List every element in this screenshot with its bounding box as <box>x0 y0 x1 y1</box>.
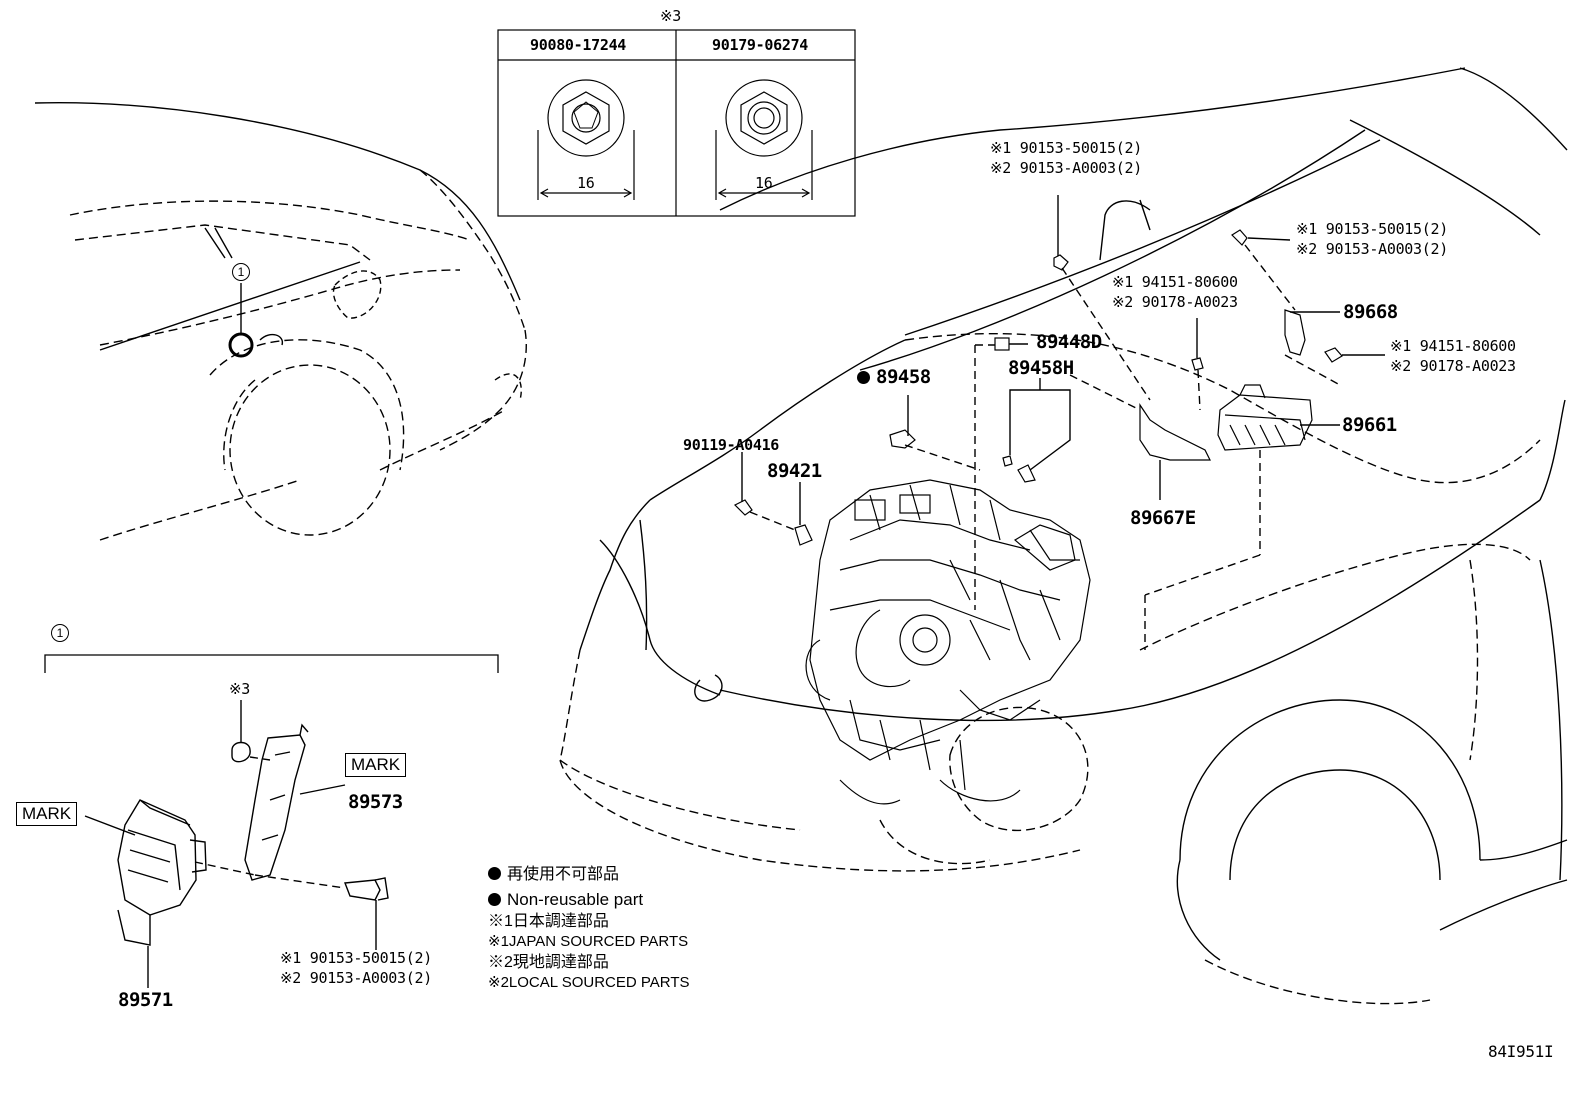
part-89571: 89571 <box>118 989 173 1011</box>
part-89458-text: 89458 <box>876 366 931 388</box>
inset-note-3: ※3 <box>229 680 250 698</box>
part-89448D: 89448D <box>1036 331 1102 353</box>
legend-nonreuse-en: Non-reusable part <box>488 890 643 909</box>
ref-top-bolt-1: ※1 90153-50015(2) <box>990 139 1142 157</box>
inset-detail <box>44 654 499 988</box>
table-size-2: 16 <box>755 174 773 192</box>
legend-local-en: ※2LOCAL SOURCED PARTS <box>488 974 690 991</box>
callout-1-main: 1 <box>232 263 250 281</box>
table-note-3: ※3 <box>660 7 681 25</box>
ref-nut-a-1: ※1 94151-80600 <box>1112 273 1238 291</box>
part-90119: 90119-A0416 <box>683 436 780 454</box>
ref-inset-bolt-1: ※1 90153-50015(2) <box>280 949 432 967</box>
legend-nonreuse-en-text: Non-reusable part <box>507 890 644 909</box>
bullet-dot-icon <box>488 867 501 880</box>
part-89458: 89458 <box>857 367 931 387</box>
ref-nut-a-2: ※2 90178-A0023 <box>1112 293 1238 311</box>
non-reusable-dot-icon <box>857 371 870 384</box>
bullet-dot-icon <box>488 893 501 906</box>
ecu-89661 <box>1217 384 1313 451</box>
legend-local-jp: ※2現地調達部品 <box>488 954 609 971</box>
part-89661: 89661 <box>1342 414 1397 436</box>
callout-1-inset: 1 <box>51 624 69 642</box>
fastener-table <box>497 29 856 217</box>
ref-inset-bolt-2: ※2 90153-A0003(2) <box>280 969 432 987</box>
ref-right-bolt-1: ※1 90153-50015(2) <box>1296 220 1448 238</box>
front-car-outline <box>559 67 1568 1005</box>
table-part-90179: 90179-06274 <box>712 36 809 54</box>
legend-nonreuse-jp-text: 再使用不可部品 <box>507 866 620 883</box>
part-89668: 89668 <box>1343 301 1398 323</box>
table-part-90080: 90080-17244 <box>530 36 627 54</box>
part-89667E: 89667E <box>1130 507 1196 529</box>
engine-assembly <box>805 479 1091 805</box>
mark-label-bracket: MARK <box>345 753 407 777</box>
rear-car-outline <box>34 102 527 541</box>
ref-right-bolt-2: ※2 90153-A0003(2) <box>1296 240 1448 258</box>
legend-japan-en: ※1JAPAN SOURCED PARTS <box>488 933 689 950</box>
part-89458H: 89458H <box>1008 357 1074 379</box>
figure-code: 84I951I <box>1488 1042 1554 1061</box>
ref-top-bolt-2: ※2 90153-A0003(2) <box>990 159 1142 177</box>
table-size-1: 16 <box>577 174 595 192</box>
part-89421: 89421 <box>767 460 822 482</box>
ref-nut-b-1: ※1 94151-80600 <box>1390 337 1516 355</box>
ref-nut-b-2: ※2 90178-A0023 <box>1390 357 1516 375</box>
mark-label-ecu: MARK <box>16 802 78 826</box>
part-89573: 89573 <box>348 791 403 813</box>
legend-nonreuse-jp: 再使用不可部品 <box>488 865 619 884</box>
legend-japan-jp: ※1日本調達部品 <box>488 913 609 930</box>
